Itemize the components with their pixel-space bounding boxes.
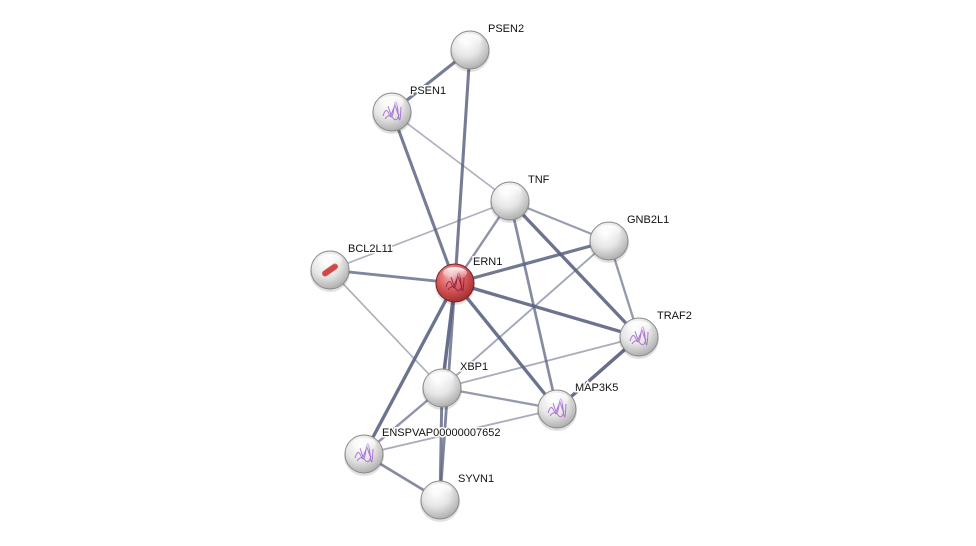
node-label: TNF <box>528 174 550 186</box>
edge-gnb2l1-xbp1[interactable] <box>441 240 610 389</box>
node-label: ERN1 <box>473 256 502 268</box>
edge-ern1-enspvap00000007652[interactable] <box>362 281 457 456</box>
edge-ern1-map3k5[interactable] <box>453 281 559 411</box>
protein-structure-icon <box>547 398 567 418</box>
sphere-highlight <box>430 372 454 384</box>
node-xbp1[interactable]: XBP1 <box>422 360 490 410</box>
sphere-highlight <box>318 254 342 266</box>
node-psen2[interactable]: PSEN2 <box>450 22 526 72</box>
edge-enspvap00000007652-map3k5[interactable] <box>363 408 558 455</box>
edge-ern1-bcl2l11[interactable] <box>328 268 457 285</box>
sphere-highlight <box>545 393 569 405</box>
edge-traf2-xbp1[interactable] <box>441 336 640 389</box>
edge-tnf-traf2[interactable] <box>508 199 641 339</box>
node-bcl2l11[interactable]: BCL2L11 <box>310 242 395 292</box>
sphere-highlight <box>498 185 522 197</box>
node-tnf[interactable]: TNF <box>490 173 551 223</box>
edge-ern1-traf2[interactable] <box>453 281 641 339</box>
edge-ern1-gnb2l1[interactable] <box>453 239 611 285</box>
edge-bcl2l11-xbp1[interactable] <box>329 269 443 389</box>
sphere-highlight <box>597 225 621 237</box>
edge-psen1-tnf[interactable] <box>391 111 511 202</box>
node-label: ENSPVAP00000007652 <box>382 427 500 439</box>
edge-psen2-ern1[interactable] <box>453 48 472 285</box>
node-gnb2l1[interactable]: GNB2L1 <box>589 213 671 263</box>
sphere-highlight <box>627 321 651 333</box>
edge-tnf-bcl2l11[interactable] <box>329 200 511 271</box>
node-label: GNB2L1 <box>627 214 669 226</box>
node-psen1[interactable]: PSEN1 <box>372 84 448 134</box>
node-label: PSEN1 <box>410 85 446 97</box>
node-label: MAP3K5 <box>575 382 618 394</box>
node-label: BCL2L11 <box>348 243 393 255</box>
node-enspvap00000007652[interactable]: ENSPVAP00000007652 <box>344 426 502 476</box>
node-ern1[interactable]: ERN1 <box>435 255 504 305</box>
sphere-highlight <box>352 438 376 450</box>
edge-psen1-ern1[interactable] <box>390 110 457 285</box>
sphere-highlight <box>380 96 404 108</box>
node-map3k5[interactable]: MAP3K5 <box>537 381 620 431</box>
protein-structure-icon <box>445 272 465 292</box>
protein-structure-icon <box>354 443 374 463</box>
node-label: SYVN1 <box>458 473 494 485</box>
sphere-highlight <box>458 34 482 46</box>
sphere-highlight <box>443 267 467 279</box>
protein-structure-icon <box>382 101 402 121</box>
node-label: XBP1 <box>460 361 488 373</box>
sphere-highlight <box>428 484 452 496</box>
protein-structure-icon <box>629 326 649 346</box>
node-label: PSEN2 <box>488 23 524 35</box>
node-syvn1[interactable]: SYVN1 <box>420 472 496 522</box>
node-traf2[interactable]: TRAF2 <box>619 309 693 359</box>
node-label: TRAF2 <box>657 310 692 322</box>
helix-structure-icon <box>322 263 338 277</box>
